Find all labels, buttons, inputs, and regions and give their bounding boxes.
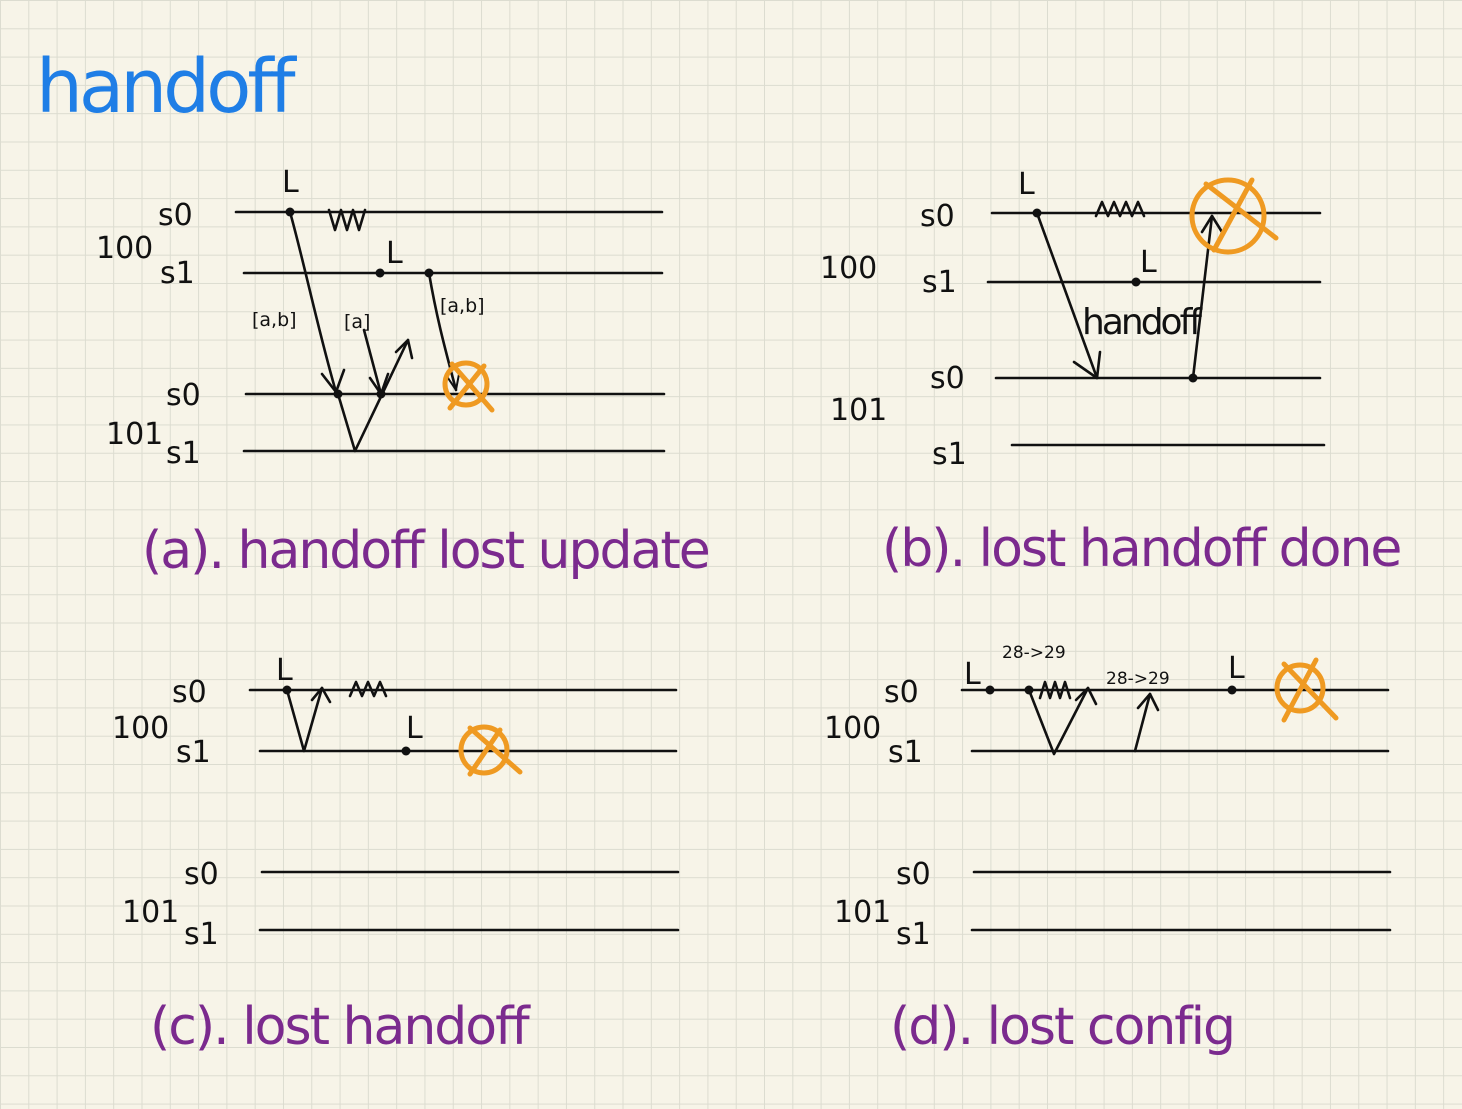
group-label-101: 101 [106, 417, 163, 452]
leader-mark: L [406, 711, 423, 746]
leader-mark: L [1018, 167, 1035, 202]
message-label: [a,b] [440, 295, 485, 317]
message-arrow [427, 271, 458, 392]
group-label-101: 101 [830, 393, 887, 428]
row-label-s1: s1 [888, 735, 923, 770]
group-label-100: 100 [112, 711, 169, 746]
leader-mark: L [386, 236, 403, 271]
crash-icon [442, 360, 495, 413]
row-label-s0: s0 [166, 378, 201, 413]
page-title: handoff [36, 44, 297, 130]
row-label-s1: s1 [176, 735, 211, 770]
group-label-101: 101 [122, 895, 179, 930]
row-label-s1: s1 [896, 917, 931, 952]
message-label: [a,b] [252, 309, 297, 331]
event-dot [375, 268, 385, 278]
panel-caption: (d). lost config [890, 997, 1234, 1057]
row-label-s1: s1 [932, 437, 967, 472]
row-label-s0: s0 [172, 675, 207, 710]
arrowhead [368, 372, 390, 396]
crash-icon [458, 724, 523, 777]
write-mark [1038, 680, 1072, 700]
event-dot [1227, 685, 1237, 695]
panel-caption: (c). lost handoff [150, 997, 531, 1057]
row-label-s1: s1 [166, 436, 201, 471]
row-label-s1: s1 [922, 265, 957, 300]
message-arrow [1035, 211, 1099, 380]
arrowhead [1072, 350, 1102, 380]
panel-b: 100 101 s0 s1 s0 s1 L L handoff (b). los… [820, 167, 1402, 579]
group-label-100: 100 [824, 711, 881, 746]
arrowhead [310, 686, 332, 704]
group-label-100: 100 [96, 231, 153, 266]
arrowhead [1074, 686, 1098, 706]
config-label: 28->29 [1106, 669, 1170, 689]
message-arrow [336, 338, 410, 453]
row-label-s0: s0 [184, 857, 219, 892]
row-label-s1: s1 [160, 256, 195, 291]
message-arrow [285, 686, 324, 753]
panel-a: 100 101 s0 s1 s0 s1 L L [a,b] [a] [a,b] [96, 165, 711, 581]
arrowhead [1200, 214, 1224, 234]
arrowhead [447, 373, 460, 391]
event-dot [1131, 277, 1141, 287]
row-label-s1: s1 [184, 917, 219, 952]
leader-mark: L [964, 657, 981, 692]
write-mark [1094, 200, 1146, 218]
message-label: [a] [344, 311, 370, 333]
crash-icon [1189, 177, 1279, 255]
group-label-100: 100 [820, 251, 877, 286]
message-label: handoff [1082, 302, 1203, 343]
message-arrow [362, 328, 383, 396]
message-arrow [1191, 214, 1214, 380]
panel-c: 100 101 s0 s1 s0 s1 L L (c). lost handof… [112, 653, 680, 1057]
message-arrow [288, 210, 338, 394]
group-label-101: 101 [834, 895, 891, 930]
panel-d: 100 101 s0 s1 s0 s1 L L 28->29 28->29 (d… [824, 643, 1392, 1057]
message-arrow [1133, 692, 1152, 753]
config-label: 28->29 [1002, 643, 1066, 663]
leader-mark: L [276, 653, 293, 688]
write-mark [348, 680, 388, 698]
row-label-s0: s0 [930, 361, 965, 396]
crash-icon [1274, 657, 1339, 723]
leader-mark: L [282, 165, 299, 200]
panel-caption: (a). handoff lost update [142, 521, 709, 581]
event-dot [401, 746, 411, 756]
panel-caption: (b). lost handoff done [882, 519, 1400, 579]
row-label-s0: s0 [158, 198, 193, 233]
row-label-s0: s0 [920, 199, 955, 234]
arrowhead [1136, 692, 1160, 712]
message-arrow [1027, 686, 1090, 756]
leader-mark: L [1228, 651, 1245, 686]
arrowhead [394, 338, 414, 360]
arrowhead [320, 368, 346, 394]
row-label-s0: s0 [884, 675, 919, 710]
write-mark [327, 208, 367, 232]
row-label-s0: s0 [896, 857, 931, 892]
leader-mark: L [1140, 245, 1157, 280]
event-dot [985, 685, 995, 695]
